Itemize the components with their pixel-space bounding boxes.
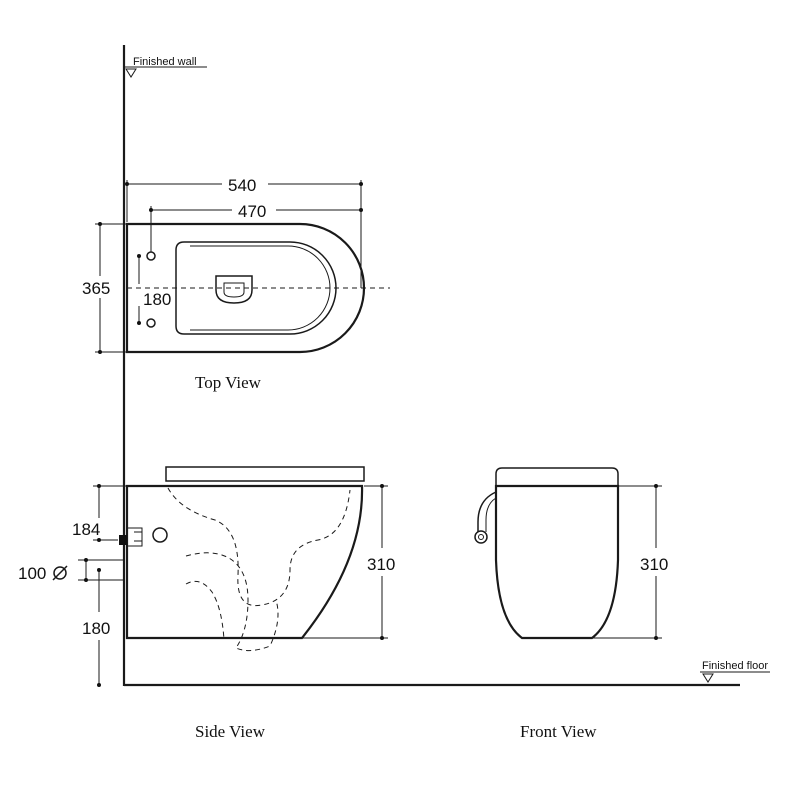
- dim-365-label: 365: [82, 279, 110, 298]
- side-view-connector-icon: [119, 535, 127, 545]
- diameter-symbol-slash: [52, 565, 68, 581]
- bolt-hole-bottom-icon: [146, 318, 156, 328]
- dim-540-label: 540: [228, 176, 256, 195]
- top-view-seat-opening: [175, 241, 337, 335]
- bolt-hole-top-icon: [146, 251, 156, 261]
- dim-365-tick-top: [98, 222, 102, 226]
- dim-180-floor-label: 180: [82, 619, 110, 638]
- front-view-hose-icon: [477, 491, 497, 532]
- dim-180-bolt-tick-bottom: [137, 321, 141, 325]
- side-view-fitting-icon: [128, 527, 143, 547]
- dim-100-tick-top: [84, 558, 88, 562]
- top-view: 540 470 365 180 Top View: [82, 176, 390, 392]
- side-view-inlet-icon: [152, 527, 168, 543]
- dim-184-tick-bottom: [97, 538, 101, 542]
- front-view-valve-icon: [474, 530, 488, 544]
- side-view: 184 100 180 310 Side View: [18, 466, 395, 741]
- dim-180-bolt-tick-top: [137, 254, 141, 258]
- finished-floor-label: Finished floor: [702, 660, 768, 672]
- dim-184-label: 184: [72, 520, 100, 539]
- side-view-lid: [165, 466, 365, 482]
- side-view-caption: Side View: [195, 722, 266, 741]
- dim-310-front-label: 310: [640, 555, 668, 574]
- outlet-icon: [215, 275, 253, 304]
- dim-180-bolt-label: 180: [143, 290, 171, 309]
- top-view-caption: Top View: [195, 373, 262, 392]
- finished-wall-label: Finished wall: [133, 56, 197, 68]
- dim-100-tick-bottom: [84, 578, 88, 582]
- finished-wall-marker-icon: [125, 68, 137, 78]
- front-view-caption: Front View: [520, 722, 597, 741]
- diameter-symbol-icon: [53, 566, 67, 580]
- dim-100-label: 100: [18, 564, 46, 583]
- dim-365-tick-bottom: [98, 350, 102, 354]
- dim-470-label: 470: [238, 202, 266, 221]
- front-view-hose-inner: [485, 497, 497, 532]
- finished-floor-group: Finished floor: [124, 660, 770, 687]
- finished-floor-marker-icon: [702, 673, 714, 683]
- dim-310-side-tick-top: [380, 484, 384, 488]
- front-view-valve-core: [478, 534, 484, 540]
- dim-310-side-label: 310: [367, 555, 395, 574]
- dim-540-tick-left: [125, 182, 129, 186]
- dim-470-tick-left: [149, 208, 153, 212]
- front-view: 310 Front View: [474, 467, 668, 741]
- top-view-bowl-outline: [125, 222, 366, 354]
- dim-540-tick-right: [359, 182, 363, 186]
- finished-wall-group: Finished wall: [122, 45, 207, 686]
- dim-180-floor-tick-bottom: [97, 683, 101, 687]
- dim-310-front-tick-bottom: [654, 636, 658, 640]
- dim-470-tick-right: [359, 208, 363, 212]
- dim-310-front-tick-top: [654, 484, 658, 488]
- front-view-bowl-outline: [494, 484, 620, 640]
- dim-184-tick-top: [97, 484, 101, 488]
- dim-180-floor-tick-top: [97, 568, 101, 572]
- outlet-inner-icon: [223, 282, 245, 298]
- dim-310-side-tick-bottom: [380, 636, 384, 640]
- side-view-trapway-upper: [167, 487, 351, 607]
- side-view-trapway-lower: [185, 552, 279, 652]
- front-view-lid: [495, 467, 619, 487]
- side-view-bowl-outline: [125, 484, 364, 640]
- side-view-trapway-inner: [185, 580, 225, 641]
